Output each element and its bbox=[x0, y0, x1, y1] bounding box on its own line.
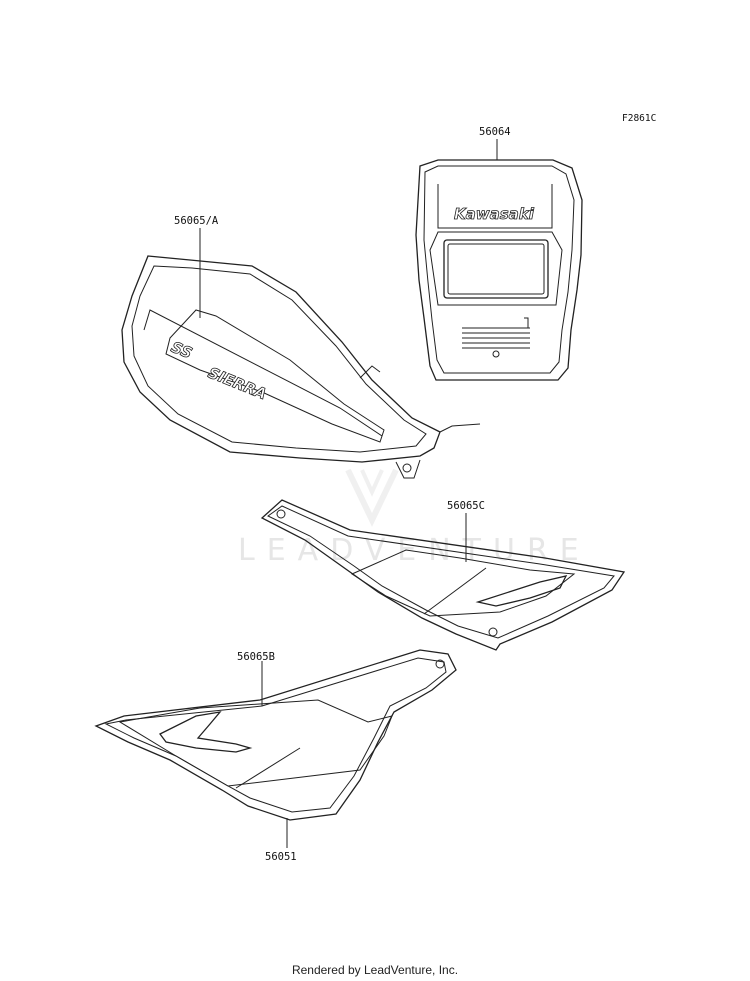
part-label-56051[interactable]: 56051 bbox=[265, 851, 297, 863]
tank-logo-word: SIERRA bbox=[206, 364, 270, 404]
headlight-cowl-decal[interactable]: Kawasaki bbox=[415, 159, 583, 381]
left-side-cover-decal[interactable] bbox=[94, 649, 457, 821]
part-label-56065b[interactable]: 56065B bbox=[237, 651, 275, 663]
right-side-cover-decal[interactable] bbox=[260, 499, 626, 651]
kawasaki-decal-text: Kawasaki bbox=[454, 205, 535, 223]
figure-code: F2861C bbox=[622, 113, 656, 124]
watermark: LEADVENTURE bbox=[238, 468, 591, 568]
part-label-56065c[interactable]: 56065C bbox=[447, 500, 485, 512]
footer-credit: Rendered by LeadVenture, Inc. bbox=[291, 963, 459, 977]
watermark-text: LEADVENTURE bbox=[238, 533, 591, 568]
tank-decal[interactable]: SS SIERRA bbox=[121, 255, 481, 479]
part-label-56064[interactable]: 56064 bbox=[479, 126, 511, 138]
leadventure-logo-icon bbox=[345, 468, 399, 527]
tank-logo-letters: SS bbox=[169, 338, 195, 363]
part-label-56065-a[interactable]: 56065/A bbox=[174, 215, 219, 227]
